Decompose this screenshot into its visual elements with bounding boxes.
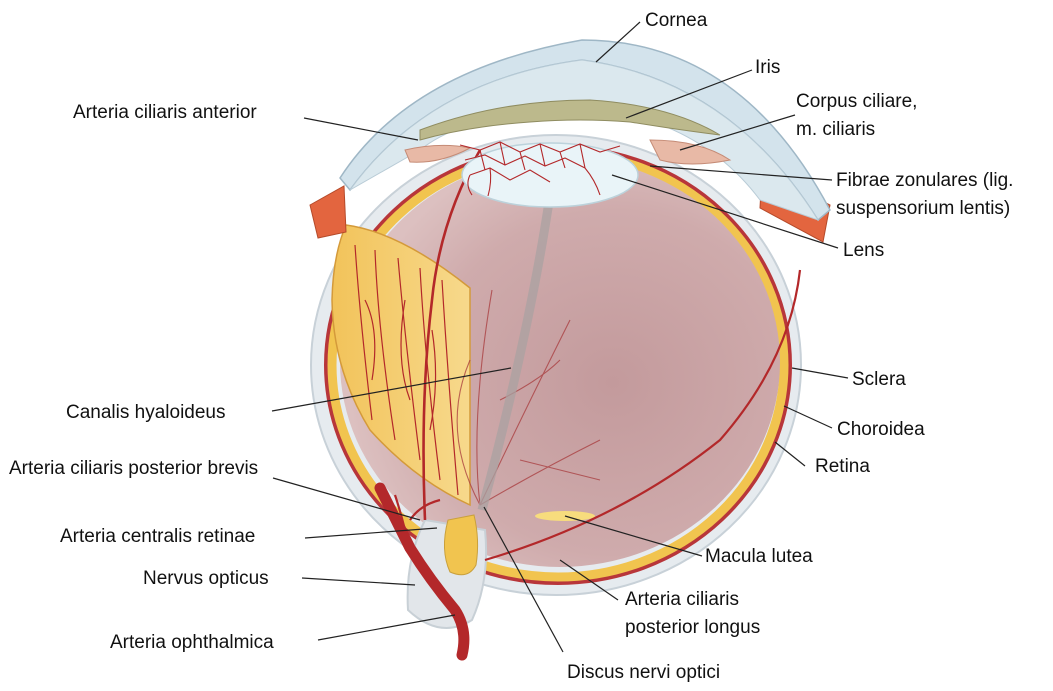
label-retina: Retina — [815, 456, 870, 477]
label-choroidea: Choroidea — [837, 419, 925, 440]
lens — [462, 143, 638, 207]
label-ciliaris-longus-line1: Arteria ciliaris — [625, 589, 739, 610]
label-corpus-line1: Corpus ciliare, — [796, 91, 917, 112]
label-iris: Iris — [755, 57, 780, 78]
label-canalis: Canalis hyaloideus — [66, 402, 226, 423]
label-ciliaris-brevis: Arteria ciliaris posterior brevis — [9, 458, 258, 479]
label-arteria-ciliaris-anterior: Arteria ciliaris anterior — [73, 102, 257, 123]
label-cornea: Cornea — [645, 10, 708, 31]
label-nervus: Nervus opticus — [143, 568, 269, 589]
label-ciliaris-longus-line2: posterior longus — [625, 617, 760, 638]
label-sclera: Sclera — [852, 369, 906, 390]
label-ophthalmica: Arteria ophthalmica — [110, 632, 274, 653]
label-macula: Macula lutea — [705, 546, 813, 567]
label-discus: Discus nervi optici — [567, 662, 720, 683]
label-centralis: Arteria centralis retinae — [60, 526, 255, 547]
label-fibrae-line2: suspensorium lentis) — [836, 198, 1010, 219]
label-corpus-line2: m. ciliaris — [796, 119, 875, 140]
muscle-left — [310, 186, 346, 238]
optic-nerve-core — [444, 515, 477, 575]
label-lens: Lens — [843, 240, 884, 261]
label-fibrae-line1: Fibrae zonulares (lig. — [836, 170, 1013, 191]
